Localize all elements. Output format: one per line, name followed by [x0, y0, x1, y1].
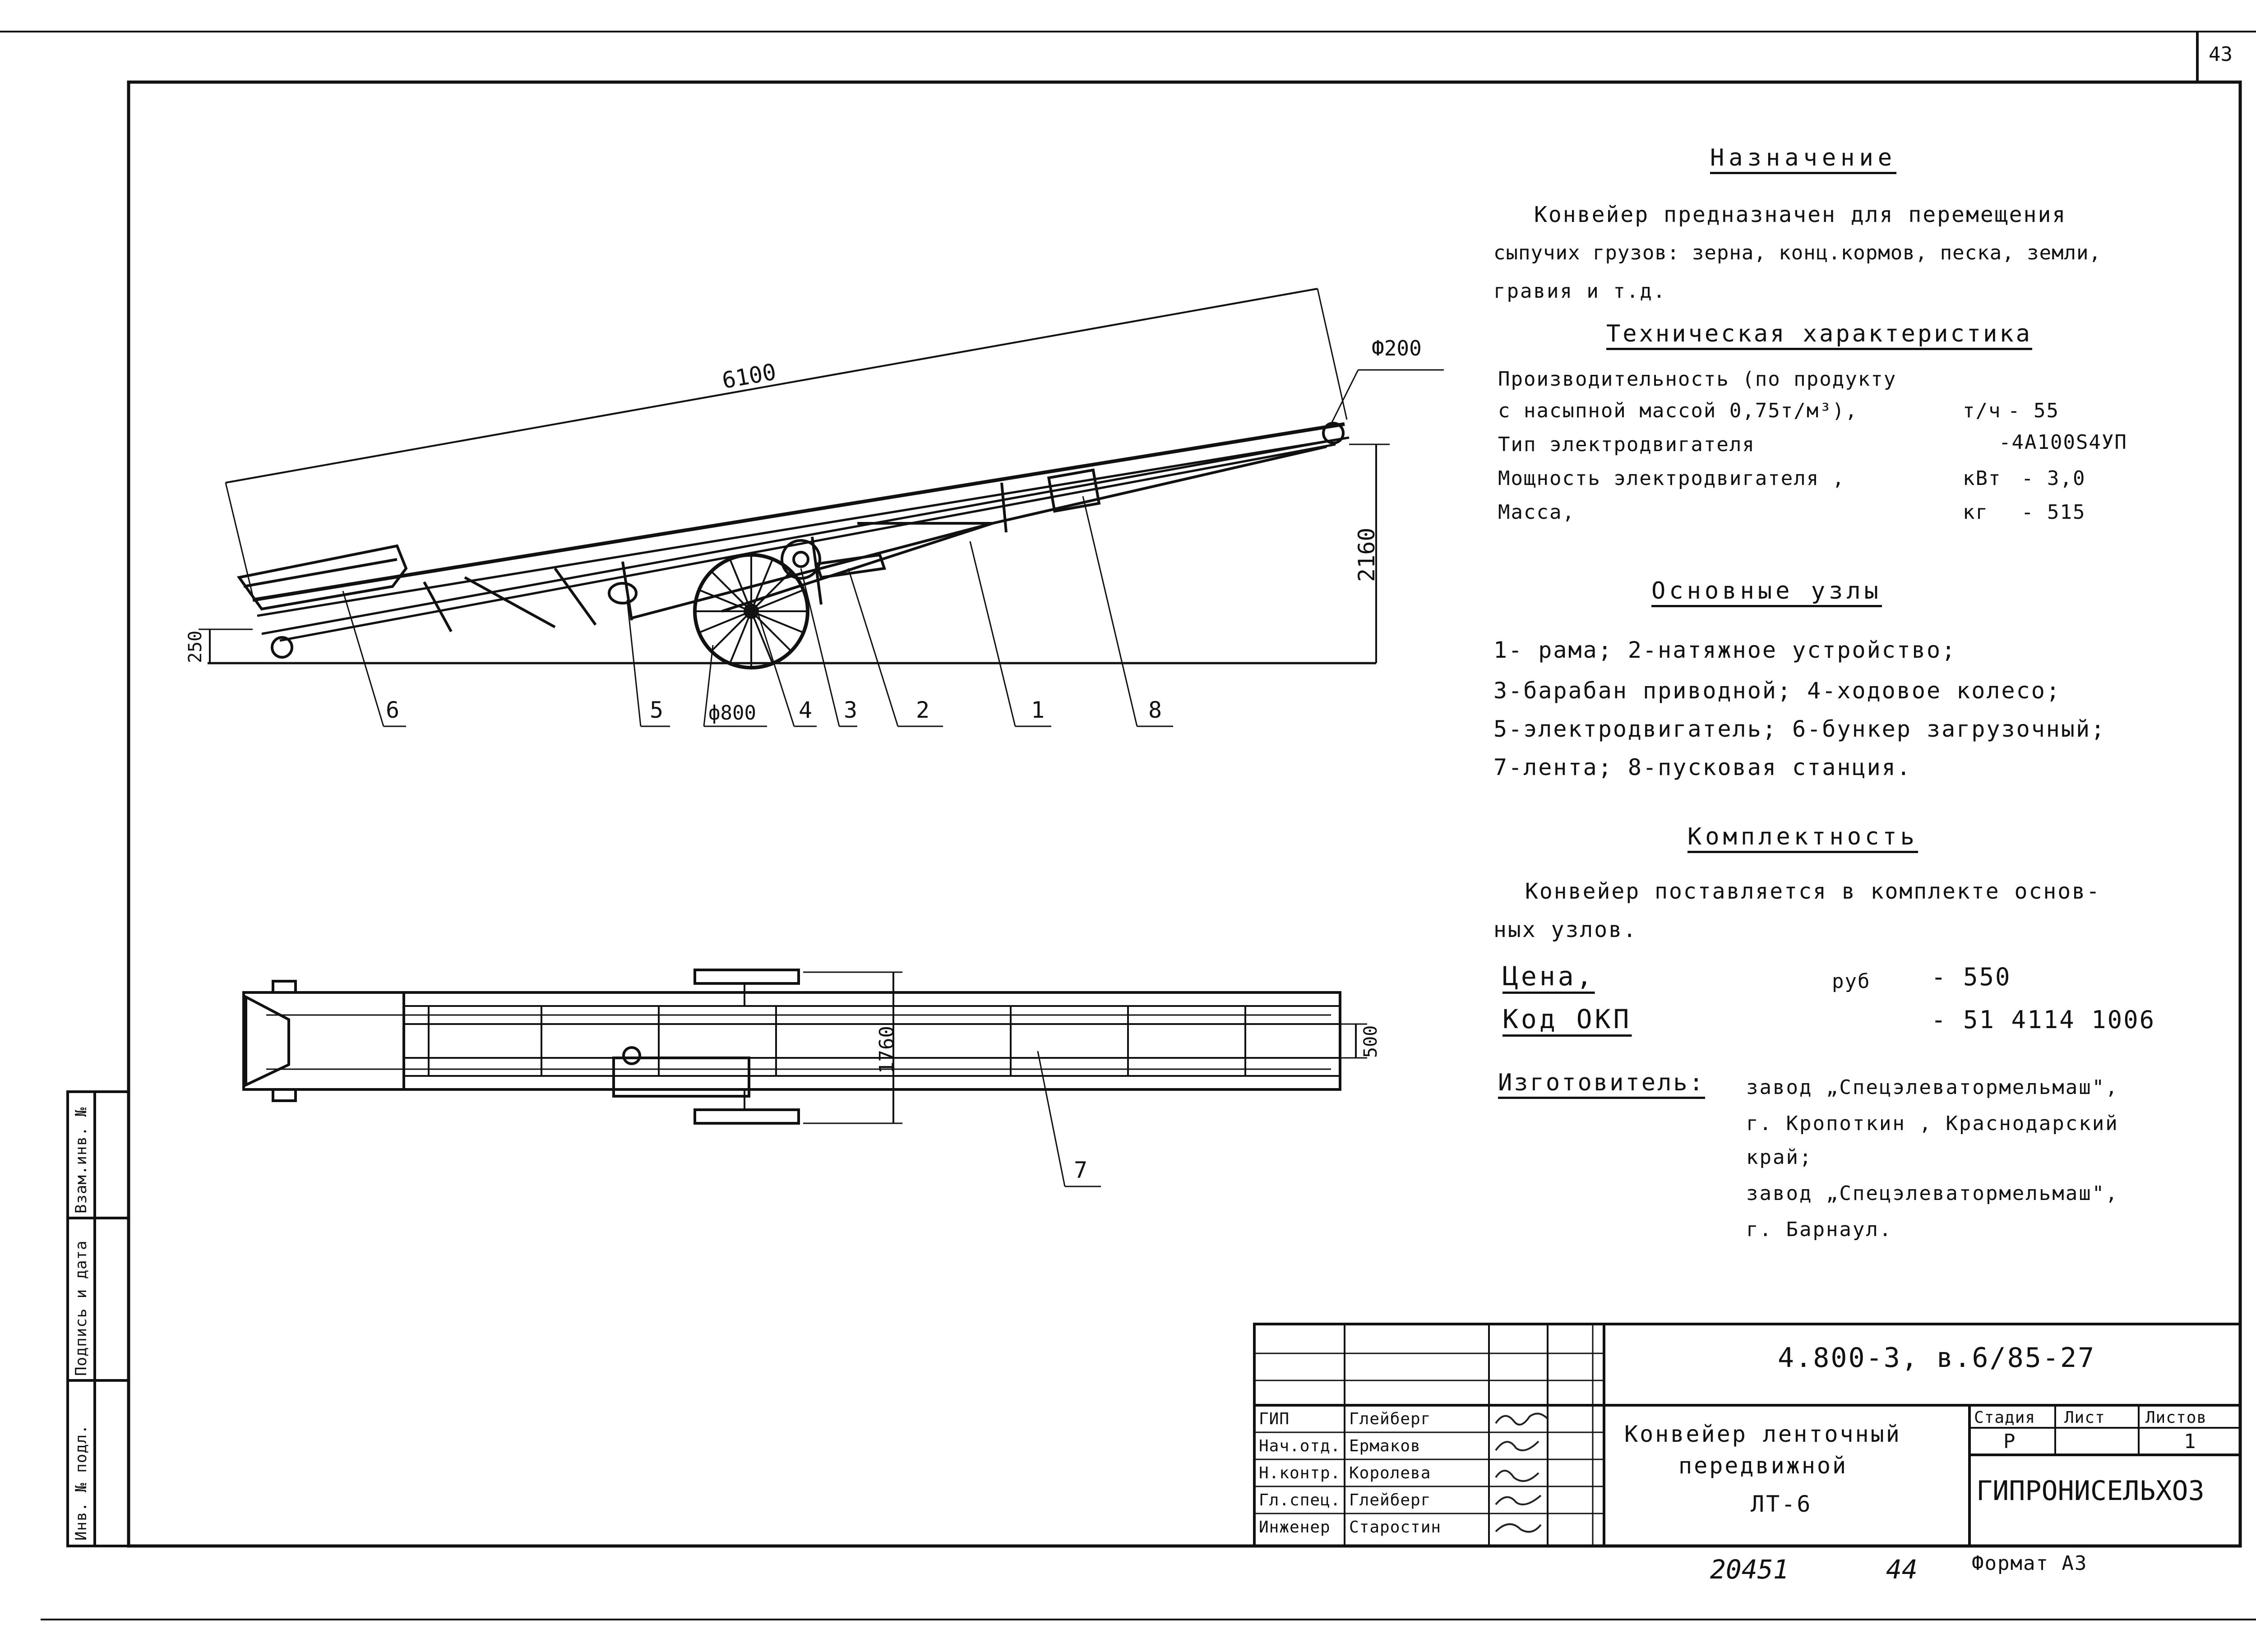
staff-role-4: Инженер	[1259, 1518, 1331, 1537]
price-value: - 550	[1931, 963, 2011, 991]
tech-row-4-unit: кг	[1963, 501, 1988, 524]
okp-label: Код ОКП	[1502, 1004, 1632, 1034]
tech-row-3-label: Мощность электродвигателя ,	[1498, 467, 1845, 490]
staff-role-1: Нач.отд.	[1259, 1437, 1341, 1455]
complete-line-1: Конвейер поставляется в комплекте основ-	[1525, 879, 2101, 904]
sheets-value: 1	[2184, 1430, 2196, 1453]
side-inv: Инв. № подл.	[72, 1424, 90, 1541]
units-heading: Основные узлы	[1651, 577, 1882, 605]
maker-line-3: край;	[1746, 1146, 1813, 1169]
title-line-2: передвижной	[1678, 1453, 1848, 1479]
dim-wheel: ф800	[708, 701, 756, 724]
units-line-3: 5-электродвигатель; 6-бункер загрузочный…	[1493, 716, 2106, 742]
maker-line-1: завод „Спецэлеватормельмаш",	[1746, 1076, 2119, 1099]
purpose-heading: Назначение	[1710, 144, 1897, 171]
staff-name-2: Королева	[1349, 1464, 1431, 1482]
purpose-line-2: сыпучих грузов: зерна, конц.кормов, песк…	[1493, 241, 2102, 264]
callout-4: 4	[799, 697, 813, 723]
stage-value: Р	[2003, 1430, 2016, 1453]
staff-role-3: Гл.спец.	[1259, 1491, 1341, 1509]
sheets-header: Листов	[2145, 1408, 2207, 1427]
price-label: Цена,	[1502, 961, 1595, 992]
tech-row-3-value: - 3,0	[2021, 467, 2086, 490]
callout-6: 6	[386, 697, 400, 723]
staff-name-0: Глейберг	[1349, 1410, 1431, 1428]
title-line-3: ЛТ-6	[1751, 1491, 1812, 1517]
title-block-grid	[1253, 1323, 2242, 1547]
tech-row-1-label: с насыпной массой 0,75т/м³),	[1498, 399, 1858, 422]
tech-row-2-value: -4А100S4УП	[1999, 431, 2127, 454]
complete-heading: Комплектность	[1687, 823, 1918, 850]
purpose-line-3: гравия и т.д.	[1493, 280, 1667, 303]
side-sign: Подпись и дата	[72, 1240, 90, 1376]
dim-drum: Ф200	[1372, 336, 1422, 360]
units-line-1: 1- рама; 2-натяжное устройство;	[1493, 637, 1957, 663]
complete-line-2: ных узлов.	[1493, 917, 1637, 942]
conveyor-plan-view	[242, 969, 1367, 1187]
tech-row-2-label: Тип электродвигателя	[1498, 433, 1755, 456]
archive-number: 20451	[1710, 1554, 1789, 1585]
side-vzam: Взам.инв. №	[72, 1107, 90, 1214]
callout-1: 1	[1031, 697, 1045, 723]
tech-row-1-unit: т/ч	[1963, 399, 2002, 422]
tech-row-4-value: - 515	[2021, 501, 2086, 524]
staff-role-2: Н.контр.	[1259, 1464, 1341, 1482]
maker-label: Изготовитель:	[1498, 1069, 1705, 1096]
maker-line-4: завод „Спецэлеватормельмаш",	[1746, 1182, 2119, 1205]
archive-page: 44	[1886, 1554, 1918, 1585]
staff-name-1: Ермаков	[1349, 1437, 1421, 1455]
callout-7: 7	[1074, 1157, 1088, 1183]
sheet-header: Лист	[2064, 1408, 2105, 1427]
units-line-2: 3-барабан приводной; 4-ходовое колесо;	[1493, 678, 2061, 704]
tech-row-3-unit: кВт	[1963, 467, 2002, 490]
format-label: Формат А3	[1972, 1552, 2088, 1575]
units-line-4: 7-лента; 8-пусковая станция.	[1493, 754, 1912, 780]
price-unit: руб	[1832, 970, 1871, 993]
callout-2: 2	[916, 697, 930, 723]
tech-row-0-label: Производительность (по продукту	[1498, 368, 1897, 391]
staff-name-3: Глейберг	[1349, 1491, 1431, 1509]
title-line-1: Конвейер ленточный	[1624, 1421, 1901, 1447]
staff-name-4: Старостин	[1349, 1518, 1442, 1537]
maker-line-5: г. Барнаул.	[1746, 1218, 1893, 1241]
sheet-number: 43	[2209, 43, 2233, 66]
conveyor-side-view	[199, 288, 1444, 727]
staff-role-0: ГИП	[1259, 1410, 1290, 1428]
org-name: ГИПРОНИСЕЛЬХОЗ	[1976, 1475, 2205, 1507]
callout-8: 8	[1148, 697, 1162, 723]
callout-5: 5	[650, 697, 664, 723]
maker-line-2: г. Кропоткин , Краснодарский	[1746, 1112, 2119, 1135]
okp-value: - 51 4114 1006	[1931, 1006, 2156, 1034]
stage-header: Стадия	[1974, 1408, 2036, 1427]
callout-3: 3	[844, 697, 858, 723]
tech-row-4-label: Масса,	[1498, 501, 1575, 524]
tech-heading: Техническая характеристика	[1606, 320, 2032, 347]
doc-code: 4.800-3, в.6/85-27	[1778, 1342, 2096, 1374]
tech-row-1-value: - 55	[2008, 399, 2059, 422]
purpose-line-1: Конвейер предназначен для перемещения	[1534, 202, 2067, 227]
